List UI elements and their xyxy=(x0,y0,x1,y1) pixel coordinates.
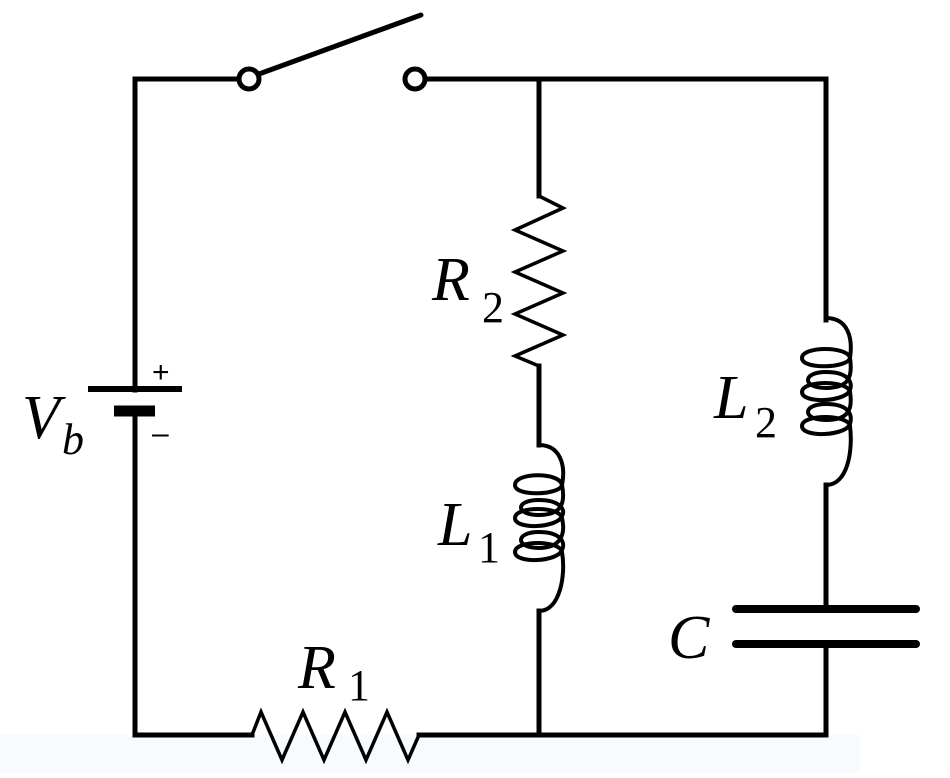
l2-inductor xyxy=(799,316,853,487)
l2-label: L xyxy=(713,364,748,432)
r1-subscript: 1 xyxy=(348,661,370,710)
r1-label: R xyxy=(297,634,336,702)
l1-inductor xyxy=(512,443,566,613)
capacitor xyxy=(732,605,920,648)
top-wire xyxy=(422,76,829,323)
left-wire xyxy=(132,76,246,738)
l2-subscript: 2 xyxy=(755,398,777,447)
battery: + – V b xyxy=(22,356,182,464)
c-label: C xyxy=(668,604,710,672)
l1-subscript: 1 xyxy=(478,523,500,572)
bottom-wire: R 1 xyxy=(132,634,542,765)
background-band xyxy=(0,735,860,773)
battery-plus: + xyxy=(152,356,170,389)
middle-branch: R 2 L 1 xyxy=(431,76,568,738)
r2-resistor xyxy=(510,194,568,368)
battery-minus: – xyxy=(152,417,169,450)
switch[interactable] xyxy=(236,12,428,92)
battery-subscript: b xyxy=(62,415,84,464)
right-branch: L 2 C xyxy=(536,316,920,738)
battery-label: V xyxy=(22,384,66,452)
r2-subscript: 2 xyxy=(482,283,504,332)
l1-label: L xyxy=(437,491,472,559)
r2-label: R xyxy=(431,246,470,314)
r1-resistor xyxy=(250,707,421,765)
